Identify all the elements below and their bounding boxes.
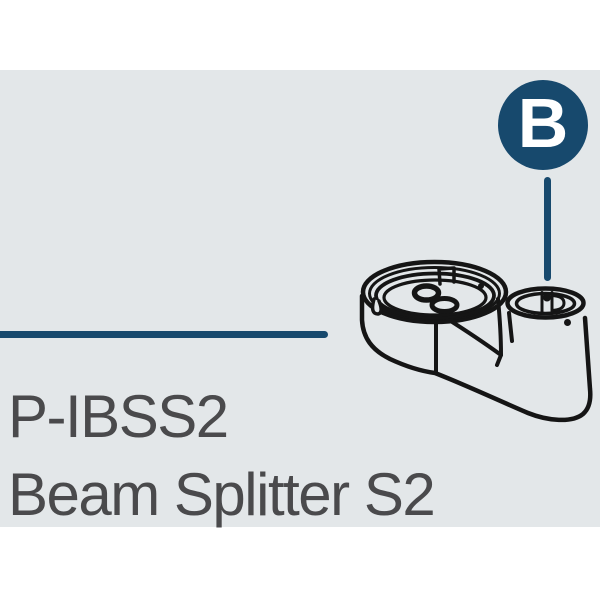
part-name: Beam Splitter S2 — [8, 461, 436, 528]
part-small-cylinder-top — [505, 286, 586, 326]
part-number: P-IBSS2 — [8, 383, 229, 450]
part-large-cylinder-top — [360, 259, 509, 325]
divider-rule — [0, 331, 328, 338]
caption-block: P-IBSS2 Beam Splitter S2 — [8, 378, 436, 534]
callout-badge-letter: B — [517, 84, 569, 162]
beam-splitter-illustration — [359, 259, 593, 423]
callout-badge-b: B — [498, 80, 588, 170]
figure-background: B — [0, 70, 600, 528]
callout-leader-line — [544, 177, 551, 281]
